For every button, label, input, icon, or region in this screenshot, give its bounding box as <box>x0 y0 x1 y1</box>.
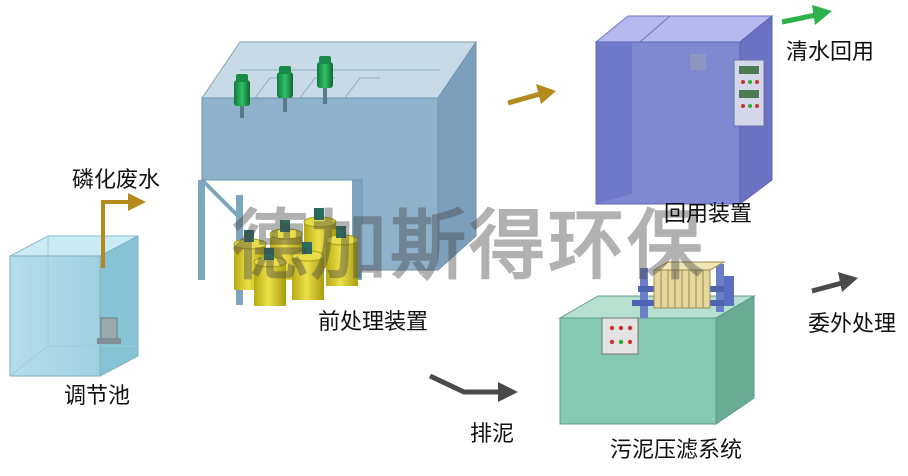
dosing-tank-icon <box>325 226 359 286</box>
clear-water-reuse-label: 清水回用 <box>786 40 875 65</box>
pretreatment-unit-label: 前处理装置 <box>318 310 429 335</box>
equalization-tank-label: 调节池 <box>64 384 131 409</box>
dosing-tank-icon <box>233 230 267 290</box>
control-panel-icon <box>733 59 765 127</box>
phosphating-wastewater-label: 磷化废水 <box>72 168 161 193</box>
flow-arrow-icon <box>507 84 556 106</box>
motor-icon <box>317 56 333 104</box>
pump-icon <box>97 317 121 344</box>
sludge-filter-press-system <box>558 261 756 425</box>
pretreatment-unit <box>198 40 477 305</box>
equalization-tank <box>9 200 139 377</box>
sludge-filter-press-label: 污泥压滤系统 <box>610 438 743 463</box>
filter-plates <box>652 261 726 309</box>
flow-arrow-icon <box>128 193 146 211</box>
watermark-text: 德加斯得环保 <box>232 201 706 290</box>
flow-arrow-icon <box>428 373 518 402</box>
dosing-tank-icon <box>253 248 287 306</box>
dosing-tank-icon <box>291 242 325 300</box>
reuse-unit <box>594 14 774 205</box>
flow-arrow-icon <box>811 272 858 294</box>
reuse-unit-label: 回用装置 <box>664 202 753 227</box>
flow-arrow-icon <box>781 5 832 25</box>
outsourced-treatment-label: 委外处理 <box>808 312 897 337</box>
sludge-discharge-label: 排泥 <box>470 422 515 447</box>
control-panel-icon <box>601 317 639 355</box>
motor-icon <box>277 66 293 112</box>
dosing-tanks <box>233 208 359 306</box>
motor-icon <box>234 74 250 118</box>
